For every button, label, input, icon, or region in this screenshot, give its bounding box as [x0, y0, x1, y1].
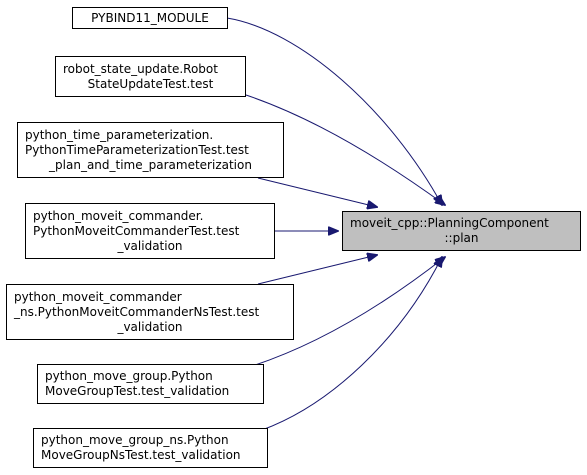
edge-robot-state-update [245, 94, 445, 205]
caller-node-python-moveit-commander-ns[interactable]: python_moveit_commander _ns.PythonMoveit… [6, 284, 294, 340]
target-label-line: ::plan [444, 231, 479, 245]
caller-label-line: _validation [117, 319, 183, 334]
caller-node-python-time-parameterization[interactable]: python_time_parameterization. PythonTime… [17, 122, 284, 178]
caller-label-line: robot_state_update.Robot [63, 61, 218, 76]
caller-label-line: StateUpdateTest.test [87, 76, 214, 91]
edge-python-moveit-commander-ns [257, 255, 377, 285]
caller-label-line: MoveGroupTest.test_validation [45, 384, 230, 398]
target-node-planning-component-plan[interactable]: moveit_cpp::PlanningComponent ::plan [342, 211, 581, 251]
caller-label-line: PythonTimeParameterizationTest.test [25, 142, 249, 157]
caller-label-line: _ns.PythonMoveitCommanderNsTest.test [14, 304, 260, 319]
edge-python-move-group-ns [261, 257, 442, 431]
caller-label-line: _validation [117, 238, 183, 253]
caller-label-line: python_time_parameterization. [25, 127, 214, 142]
edge-pybind11-module [226, 17, 442, 205]
caller-node-python-move-group[interactable]: python_move_group.Python MoveGroupTest.t… [37, 364, 264, 404]
caller-label-line: PYBIND11_MODULE [91, 10, 209, 25]
caller-label-line: python_moveit_commander. [33, 208, 204, 223]
edge-python-time-parameterization [257, 177, 377, 207]
caller-label-line: MoveGroupNsTest.test_validation [41, 448, 241, 462]
caller-label-line: _plan_and_time_parameterization [49, 157, 252, 172]
caller-node-python-moveit-commander[interactable]: python_moveit_commander. PythonMoveitCom… [25, 203, 275, 259]
edge-python-move-group [245, 257, 445, 369]
caller-label-line: python_moveit_commander [14, 289, 182, 304]
caller-label-line: python_move_group_ns.Python [41, 433, 229, 447]
caller-node-robot-state-update[interactable]: robot_state_update.Robot StateUpdateTest… [55, 56, 246, 97]
caller-node-python-move-group-ns[interactable]: python_move_group_ns.Python MoveGroupNsT… [33, 428, 268, 468]
target-label-line: moveit_cpp::PlanningComponent [350, 216, 549, 230]
caller-node-pybind11-module[interactable]: PYBIND11_MODULE [72, 7, 228, 29]
caller-label-line: PythonMoveitCommanderTest.test [33, 223, 240, 238]
caller-label-line: python_move_group.Python [45, 369, 213, 383]
